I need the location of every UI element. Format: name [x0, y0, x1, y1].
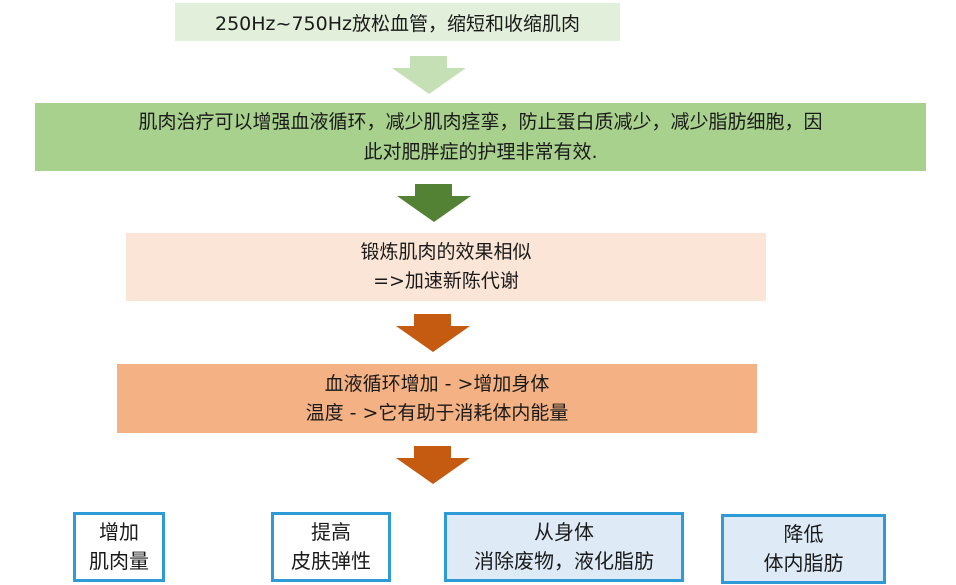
arrow-1-head — [392, 68, 466, 94]
arrow-1-shaft — [410, 56, 447, 68]
result-1-line-2: 肌肉量 — [89, 549, 149, 573]
result-box-increase-muscle: 增加 肌肉量 — [73, 512, 165, 582]
arrow-3-head — [396, 326, 470, 352]
arrow-2-shaft — [415, 184, 452, 196]
main-box-line-1: 肌肉治疗可以增强血液循环，减少肌肉痉挛，防止蛋白质减少，减少脂肪细胞，因 — [138, 111, 823, 133]
blood-box-line-2: 温度 - >它有助于消耗体内能量 — [305, 401, 569, 424]
main-benefits-box: 肌肉治疗可以增强血液循环，减少肌肉痉挛，防止蛋白质减少，减少脂肪细胞，因 此对肥… — [35, 103, 926, 171]
top-box-text: 250Hz~750Hz放松血管，缩短和收缩肌肉 — [215, 12, 580, 35]
exercise-effect-box: 锻炼肌肉的效果相似 =>加速新陈代谢 — [126, 233, 766, 301]
arrow-3-shaft — [414, 314, 451, 326]
result-3-line-2: 消除废物，液化脂肪 — [474, 549, 654, 573]
blood-box-line-1: 血液循环增加 - >增加身体 — [324, 372, 550, 395]
result-box-skin-elasticity: 提高 皮肤弹性 — [271, 512, 391, 582]
result-box-remove-waste: 从身体 消除废物，液化脂肪 — [444, 512, 684, 582]
result-1-line-1: 增加 — [99, 520, 139, 544]
arrow-4-shaft — [414, 446, 451, 458]
arrow-4-head — [396, 458, 470, 484]
arrow-2-head — [397, 196, 471, 222]
exercise-box-line-2: =>加速新陈代谢 — [373, 270, 519, 292]
top-box: 250Hz~750Hz放松血管，缩短和收缩肌肉 — [175, 3, 620, 41]
blood-circulation-box: 血液循环增加 - >增加身体 温度 - >它有助于消耗体内能量 — [117, 364, 757, 433]
result-4-line-1: 降低 — [783, 522, 824, 546]
result-3-line-1: 从身体 — [534, 520, 594, 544]
main-box-line-2: 此对肥胖症的护理非常有效. — [363, 141, 598, 163]
result-4-line-2: 体内脂肪 — [763, 551, 844, 575]
result-box-reduce-fat: 降低 体内脂肪 — [721, 514, 886, 584]
result-2-line-2: 皮肤弹性 — [291, 549, 371, 573]
result-2-line-1: 提高 — [311, 520, 351, 544]
exercise-box-line-1: 锻炼肌肉的效果相似 — [360, 241, 532, 263]
